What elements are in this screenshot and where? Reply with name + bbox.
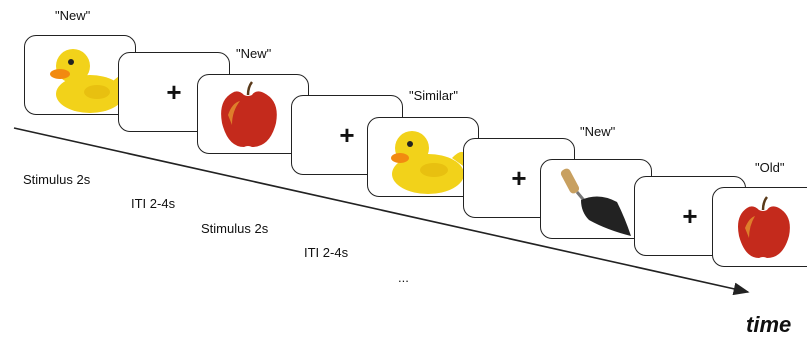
timing-label: Stimulus 2s bbox=[23, 172, 91, 187]
timing-label: ITI 2-4s bbox=[304, 245, 349, 260]
timing-label: ... bbox=[398, 270, 409, 285]
fixation-cross: + bbox=[682, 201, 698, 231]
response-label: "New" bbox=[236, 46, 272, 61]
timing-label: Stimulus 2s bbox=[201, 221, 269, 236]
fixation-cross: + bbox=[166, 77, 182, 107]
response-label: "Old" bbox=[755, 160, 785, 175]
fixation-cross: + bbox=[339, 120, 355, 150]
response-label: "New" bbox=[55, 8, 91, 23]
stimulus-card-duck-1 bbox=[24, 35, 136, 115]
rubber-duck-icon bbox=[50, 49, 126, 113]
timing-label: ITI 2-4s bbox=[131, 196, 176, 211]
stimulus-card-apple-2 bbox=[712, 187, 807, 267]
fixation-cross: + bbox=[511, 163, 527, 193]
response-label: "New" bbox=[580, 124, 616, 139]
apple-icon bbox=[738, 196, 790, 258]
trowel-icon bbox=[560, 168, 631, 236]
stimulus-card-trowel bbox=[540, 159, 652, 239]
apple-icon bbox=[221, 81, 277, 147]
response-label: "Similar" bbox=[409, 88, 458, 103]
rubber-duck-icon bbox=[391, 131, 467, 194]
time-axis-label: time bbox=[746, 312, 792, 337]
